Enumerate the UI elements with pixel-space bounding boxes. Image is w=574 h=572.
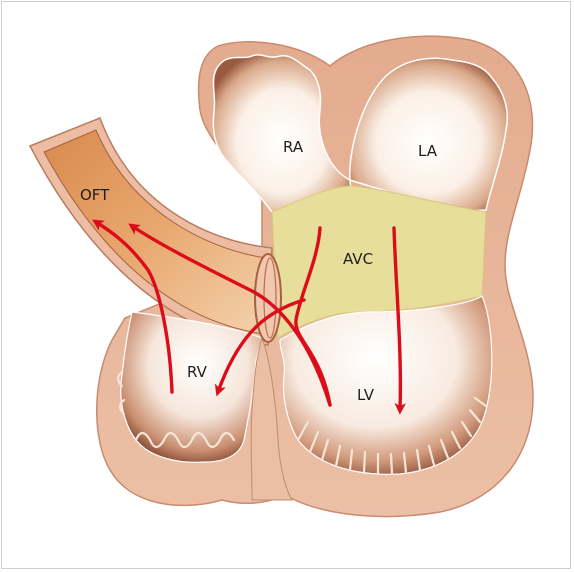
label-ra: RA	[283, 138, 304, 156]
oft-ring	[255, 254, 281, 342]
label-avc: AVC	[343, 250, 373, 268]
label-lv: LV	[357, 386, 375, 404]
label-la: LA	[418, 142, 438, 160]
label-rv: RV	[187, 363, 208, 381]
label-oft: OFT	[80, 186, 110, 204]
